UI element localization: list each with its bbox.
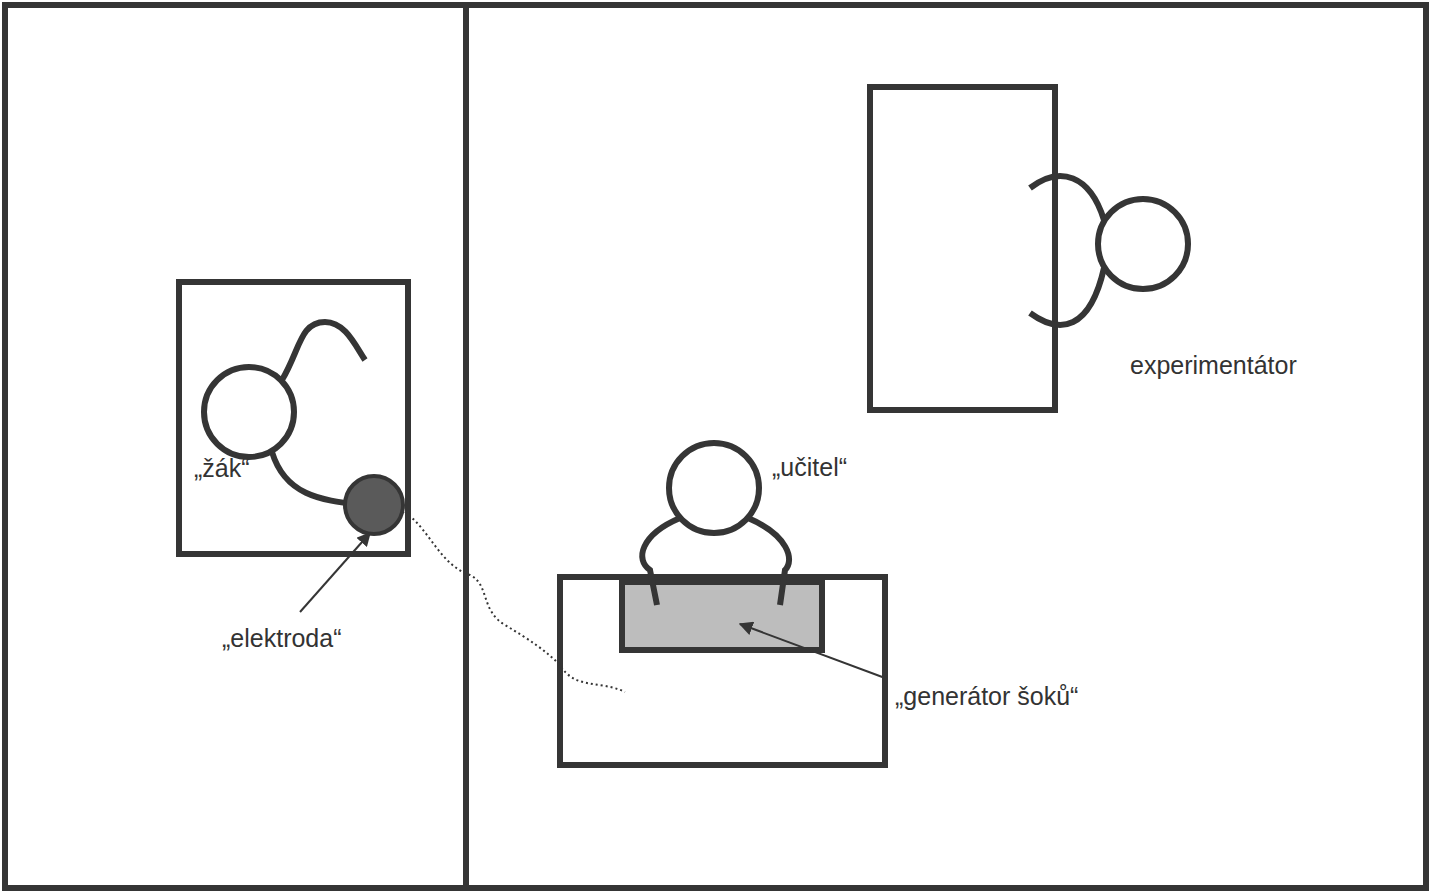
teacher-arm bbox=[642, 518, 680, 605]
leader-line bbox=[300, 533, 370, 612]
room-wall bbox=[463, 5, 469, 888]
callout-label: „generátor šoků“ bbox=[895, 683, 1078, 711]
callout-label: „elektroda“ bbox=[222, 625, 342, 653]
teacher-head bbox=[669, 443, 759, 533]
teacher-arm bbox=[748, 518, 789, 605]
experimenter-arm bbox=[1030, 176, 1104, 220]
desk-box: „žák“ bbox=[176, 279, 411, 557]
leader-line bbox=[740, 624, 885, 678]
wire bbox=[405, 512, 625, 692]
experimenter-table bbox=[870, 87, 1055, 410]
outer-frame bbox=[5, 5, 1426, 888]
electrode bbox=[345, 476, 403, 534]
role-label: „žák“ bbox=[194, 455, 250, 483]
experimenter-arm bbox=[1030, 268, 1104, 325]
experimenter-head bbox=[1098, 199, 1188, 289]
callout-label: „učitel“ bbox=[772, 454, 847, 482]
callout-label: experimentátor bbox=[1130, 352, 1297, 380]
teacher-desk bbox=[560, 577, 885, 765]
student-arm bbox=[282, 322, 365, 380]
student-head bbox=[204, 367, 294, 457]
